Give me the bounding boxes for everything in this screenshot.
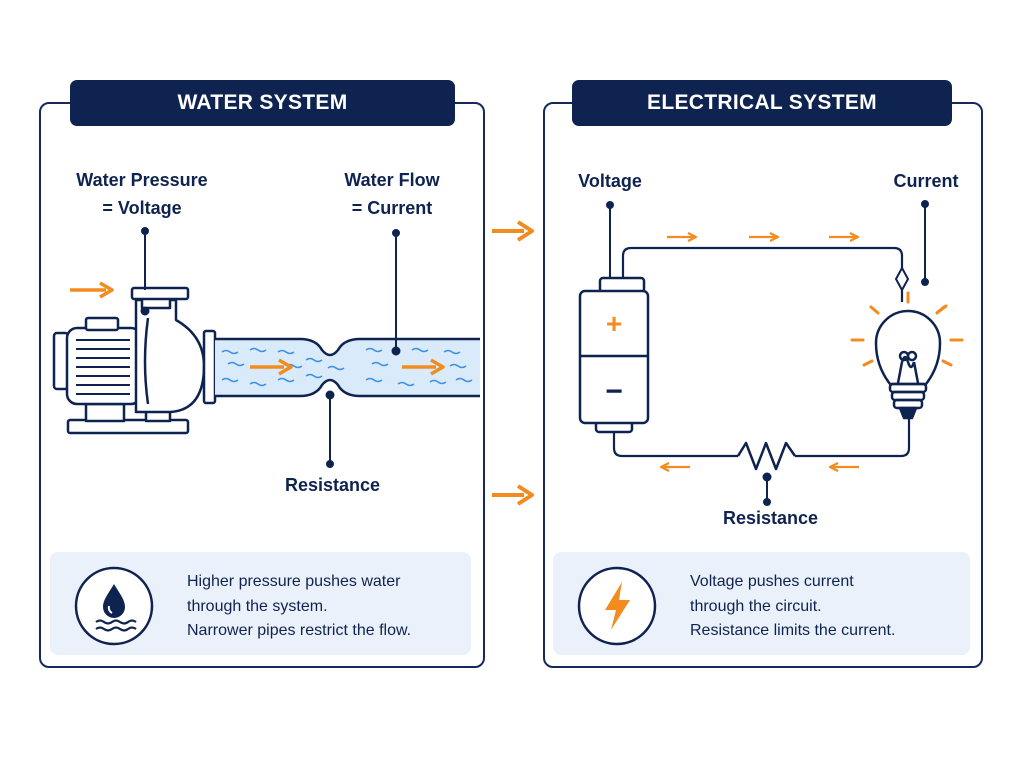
battery-plus: + — [606, 308, 622, 339]
battery-minus: − — [605, 375, 623, 408]
current-junction — [894, 265, 910, 293]
electrical-info-line: Voltage pushes current — [690, 573, 854, 590]
current-label: Current — [893, 171, 959, 191]
water-flow-label-line2: = Current — [351, 198, 433, 218]
water-resistance-label: Resistance — [284, 475, 381, 495]
pipe-bottom-wall — [215, 378, 480, 398]
electrical-leader-lines — [606, 200, 929, 506]
water-info-line: through the system. — [187, 597, 328, 615]
transition-arrow-bottom — [492, 484, 534, 506]
resistor-symbol — [736, 441, 797, 471]
water-info-text: Higher pressure pushes water through the… — [187, 570, 411, 644]
electrical-info-line: through the circuit. — [690, 597, 822, 615]
electrical-info-text: Voltage pushes current through the circu… — [690, 570, 895, 644]
transition-arrow-top — [492, 220, 534, 242]
water-flow-label-line1: Water Flow — [344, 170, 440, 190]
water-pump — [52, 286, 217, 435]
water-drop-icon — [74, 566, 154, 646]
bulb-glow-rays — [850, 291, 964, 367]
water-leader-lines — [140, 227, 401, 468]
water-pressure-label: Water Pressure = Voltage — [62, 166, 222, 222]
water-info-line: Narrower pipes restrict the flow. — [187, 622, 412, 639]
water-info-line: Higher pressure pushes water — [187, 573, 401, 590]
circuit-wires — [612, 246, 911, 458]
water-pressure-label-line2: = Voltage — [102, 198, 182, 218]
pipe-top-wall — [215, 337, 480, 357]
light-bulb-icon — [874, 309, 942, 420]
water-info-box: Higher pressure pushes water through the… — [50, 552, 471, 655]
voltage-label: Voltage — [578, 171, 642, 191]
circuit-arrows-top — [667, 232, 860, 242]
battery-symbol — [578, 276, 650, 434]
electrical-info-line: Resistance limits the current. — [690, 622, 896, 639]
water-ripples — [221, 347, 473, 387]
pipe-water-fill — [215, 339, 480, 396]
lightning-bolt-icon — [577, 566, 657, 646]
circuit-arrows-bottom — [659, 462, 859, 472]
water-system-title: WATER SYSTEM — [70, 80, 455, 126]
water-flow-label: Water Flow = Current — [322, 166, 462, 222]
electrical-info-box: Voltage pushes current through the circu… — [553, 552, 970, 655]
electrical-resistance-label: Resistance — [722, 508, 819, 528]
electrical-system-title: ELECTRICAL SYSTEM — [572, 80, 952, 126]
water-pressure-label-line1: Water Pressure — [76, 170, 208, 190]
